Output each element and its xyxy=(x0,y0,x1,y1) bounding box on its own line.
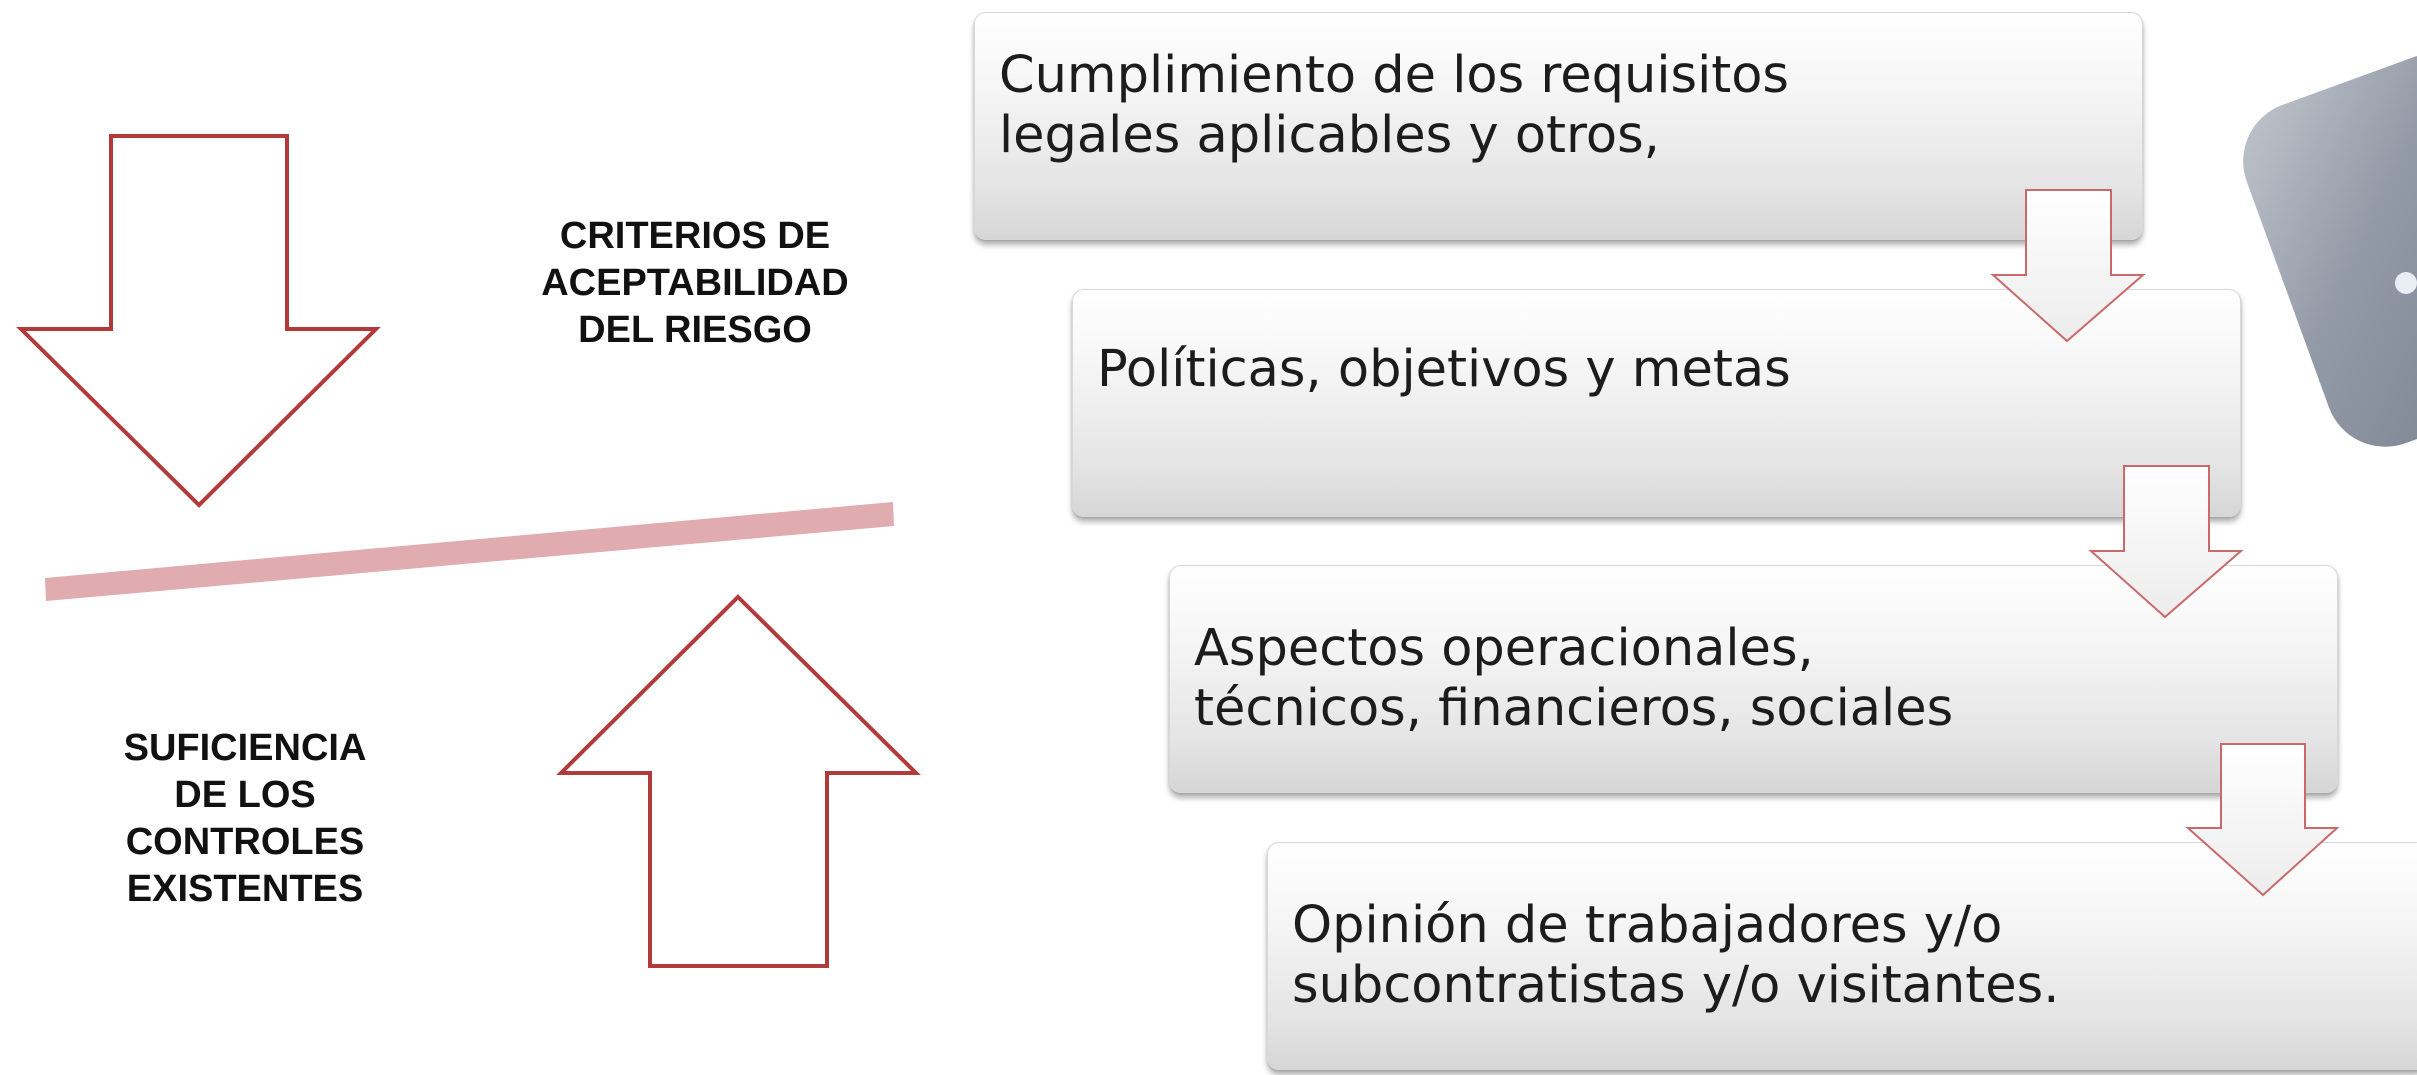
flow-down-arrow-icon xyxy=(2088,465,2244,619)
flow-step-stakeholder-opinion: Opinión de trabajadores y/o subcontratis… xyxy=(1267,842,2417,1070)
decorative-device-highlight xyxy=(2395,272,2417,294)
flow-step-text: Opinión de trabajadores y/o subcontratis… xyxy=(1292,896,2060,1015)
flow-step-text: Políticas, objetivos y metas xyxy=(1097,340,1791,399)
flow-step-text: Aspectos operacionales, técnicos, financ… xyxy=(1194,619,1954,738)
flow-step-text: Cumplimiento de los requisitos legales a… xyxy=(999,46,1790,165)
acceptability-criteria-label: CRITERIOS DE ACEPTABILIDAD DEL RIESGO xyxy=(541,215,849,351)
flow-step-policies: Políticas, objetivos y metas xyxy=(1072,289,2241,517)
flow-down-arrow-icon xyxy=(1990,189,2146,343)
down-arrow-outline xyxy=(16,134,381,508)
controls-sufficiency-label: SUFICIENCIA DE LOS CONTROLES EXISTENTES xyxy=(123,727,367,910)
flow-step-operational-aspects: Aspectos operacionales, técnicos, financ… xyxy=(1169,565,2338,793)
up-arrow-outline xyxy=(556,594,921,968)
balance-bar xyxy=(45,502,894,601)
flow-step-legal-requirements: Cumplimiento de los requisitos legales a… xyxy=(974,12,2143,240)
flow-down-arrow-icon xyxy=(2185,743,2340,897)
